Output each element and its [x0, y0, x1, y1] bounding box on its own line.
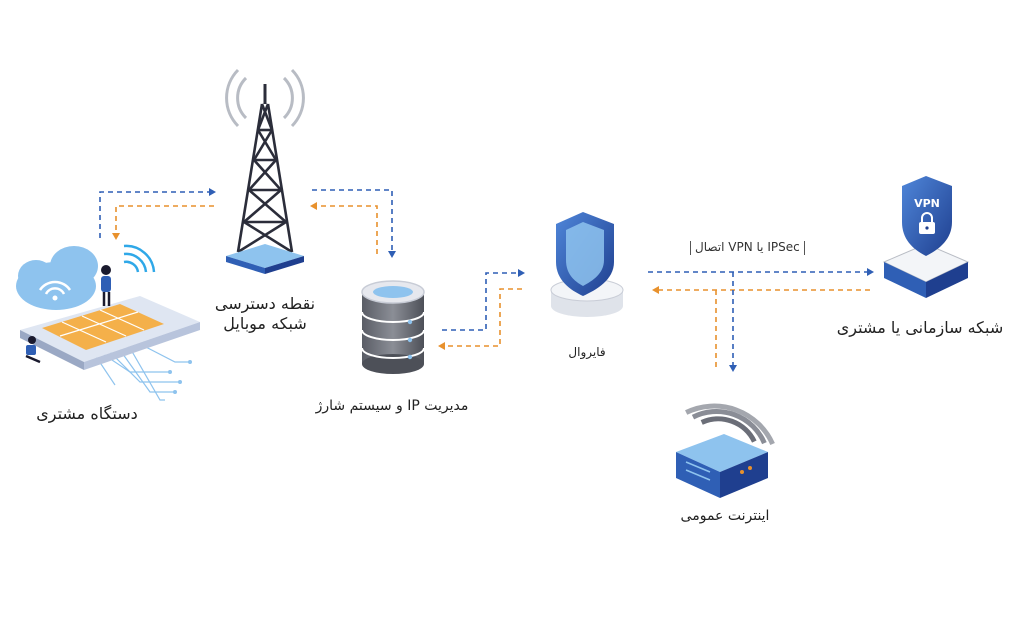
enterprise-illustration: VPN [882, 176, 970, 298]
mobile-access-label-line2: شبکه موبایل [223, 314, 307, 333]
arrow-device-to-tower [99, 191, 214, 238]
arrow-server-to-firewall [442, 272, 522, 331]
mobile-access-label: نقطه دسترسی شبکه موبایل [190, 294, 340, 334]
server-illustration [361, 280, 425, 374]
connection-label: یا VPN اتصال IPSec [686, 240, 809, 255]
arrow-heads [112, 188, 874, 372]
firewall-label: فایروال [568, 345, 606, 359]
connection-label-ipsec: IPSec [767, 240, 800, 254]
customer-device-illustration [16, 244, 200, 401]
flow-arrows [99, 189, 870, 368]
sim-chip-icon [42, 304, 164, 350]
signal-wave-left [236, 76, 248, 120]
person-icon [101, 265, 111, 306]
wifi-waves-icon [700, 416, 757, 443]
public-internet-label: اینترنت عمومی [680, 508, 770, 524]
ip-billing-label: مدیریت IP و سیستم شارژ [315, 398, 469, 414]
connection-label-vpn: یا VPN اتصال [695, 240, 764, 254]
enterprise-network-label: شبکه سازمانی یا مشتری [836, 318, 1004, 337]
customer-device-label: دستگاه مشتری [36, 404, 138, 423]
arrow-firewall-to-server [442, 288, 522, 347]
cell-tower-illustration [225, 68, 305, 274]
arrow-tower-to-server [312, 189, 393, 254]
lock-icon [919, 212, 935, 234]
arrow-tower-to-device [115, 205, 214, 236]
arrow-server-to-tower [312, 205, 378, 254]
router-illustration [676, 403, 775, 498]
mobile-access-label-line1: نقطه دسترسی [214, 294, 316, 313]
cloud-icon [16, 246, 98, 310]
firewall-illustration [550, 212, 624, 317]
wifi-signal-icon [123, 244, 156, 273]
vpn-badge-text: VPN [914, 197, 940, 210]
sitting-person-icon [25, 336, 41, 364]
